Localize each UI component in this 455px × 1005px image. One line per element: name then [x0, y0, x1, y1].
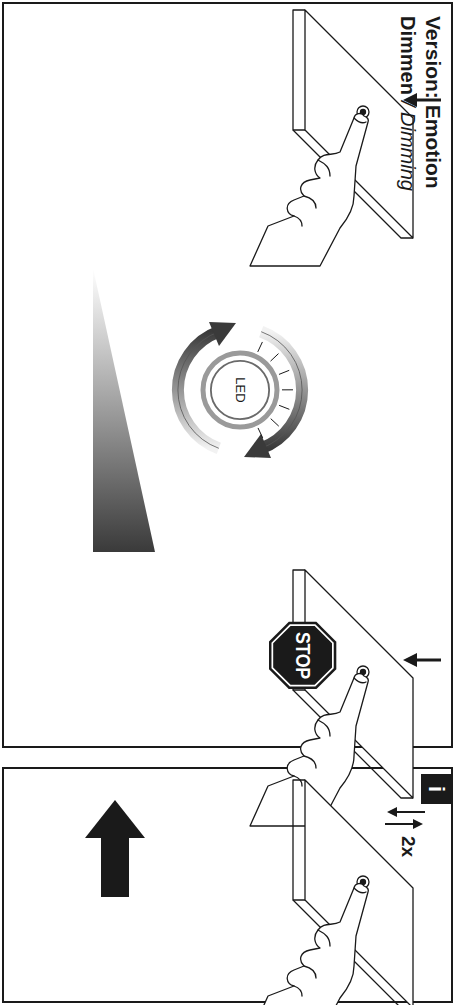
subtitle-row: Dimmen / Dimming — [396, 16, 419, 191]
node-label: STOP — [291, 632, 314, 679]
info-badge: i — [421, 774, 451, 804]
led-circle: LED — [209, 359, 271, 421]
press-count: 2x — [397, 836, 419, 857]
title-text: Version: Emotion — [421, 16, 445, 189]
subtitle-german: Dimmen — [396, 16, 419, 95]
stop-sign: STOP — [269, 621, 338, 690]
subtitle-english: / Dimming — [396, 101, 419, 191]
node-label: LED — [233, 377, 247, 402]
node-label: i — [424, 786, 448, 792]
